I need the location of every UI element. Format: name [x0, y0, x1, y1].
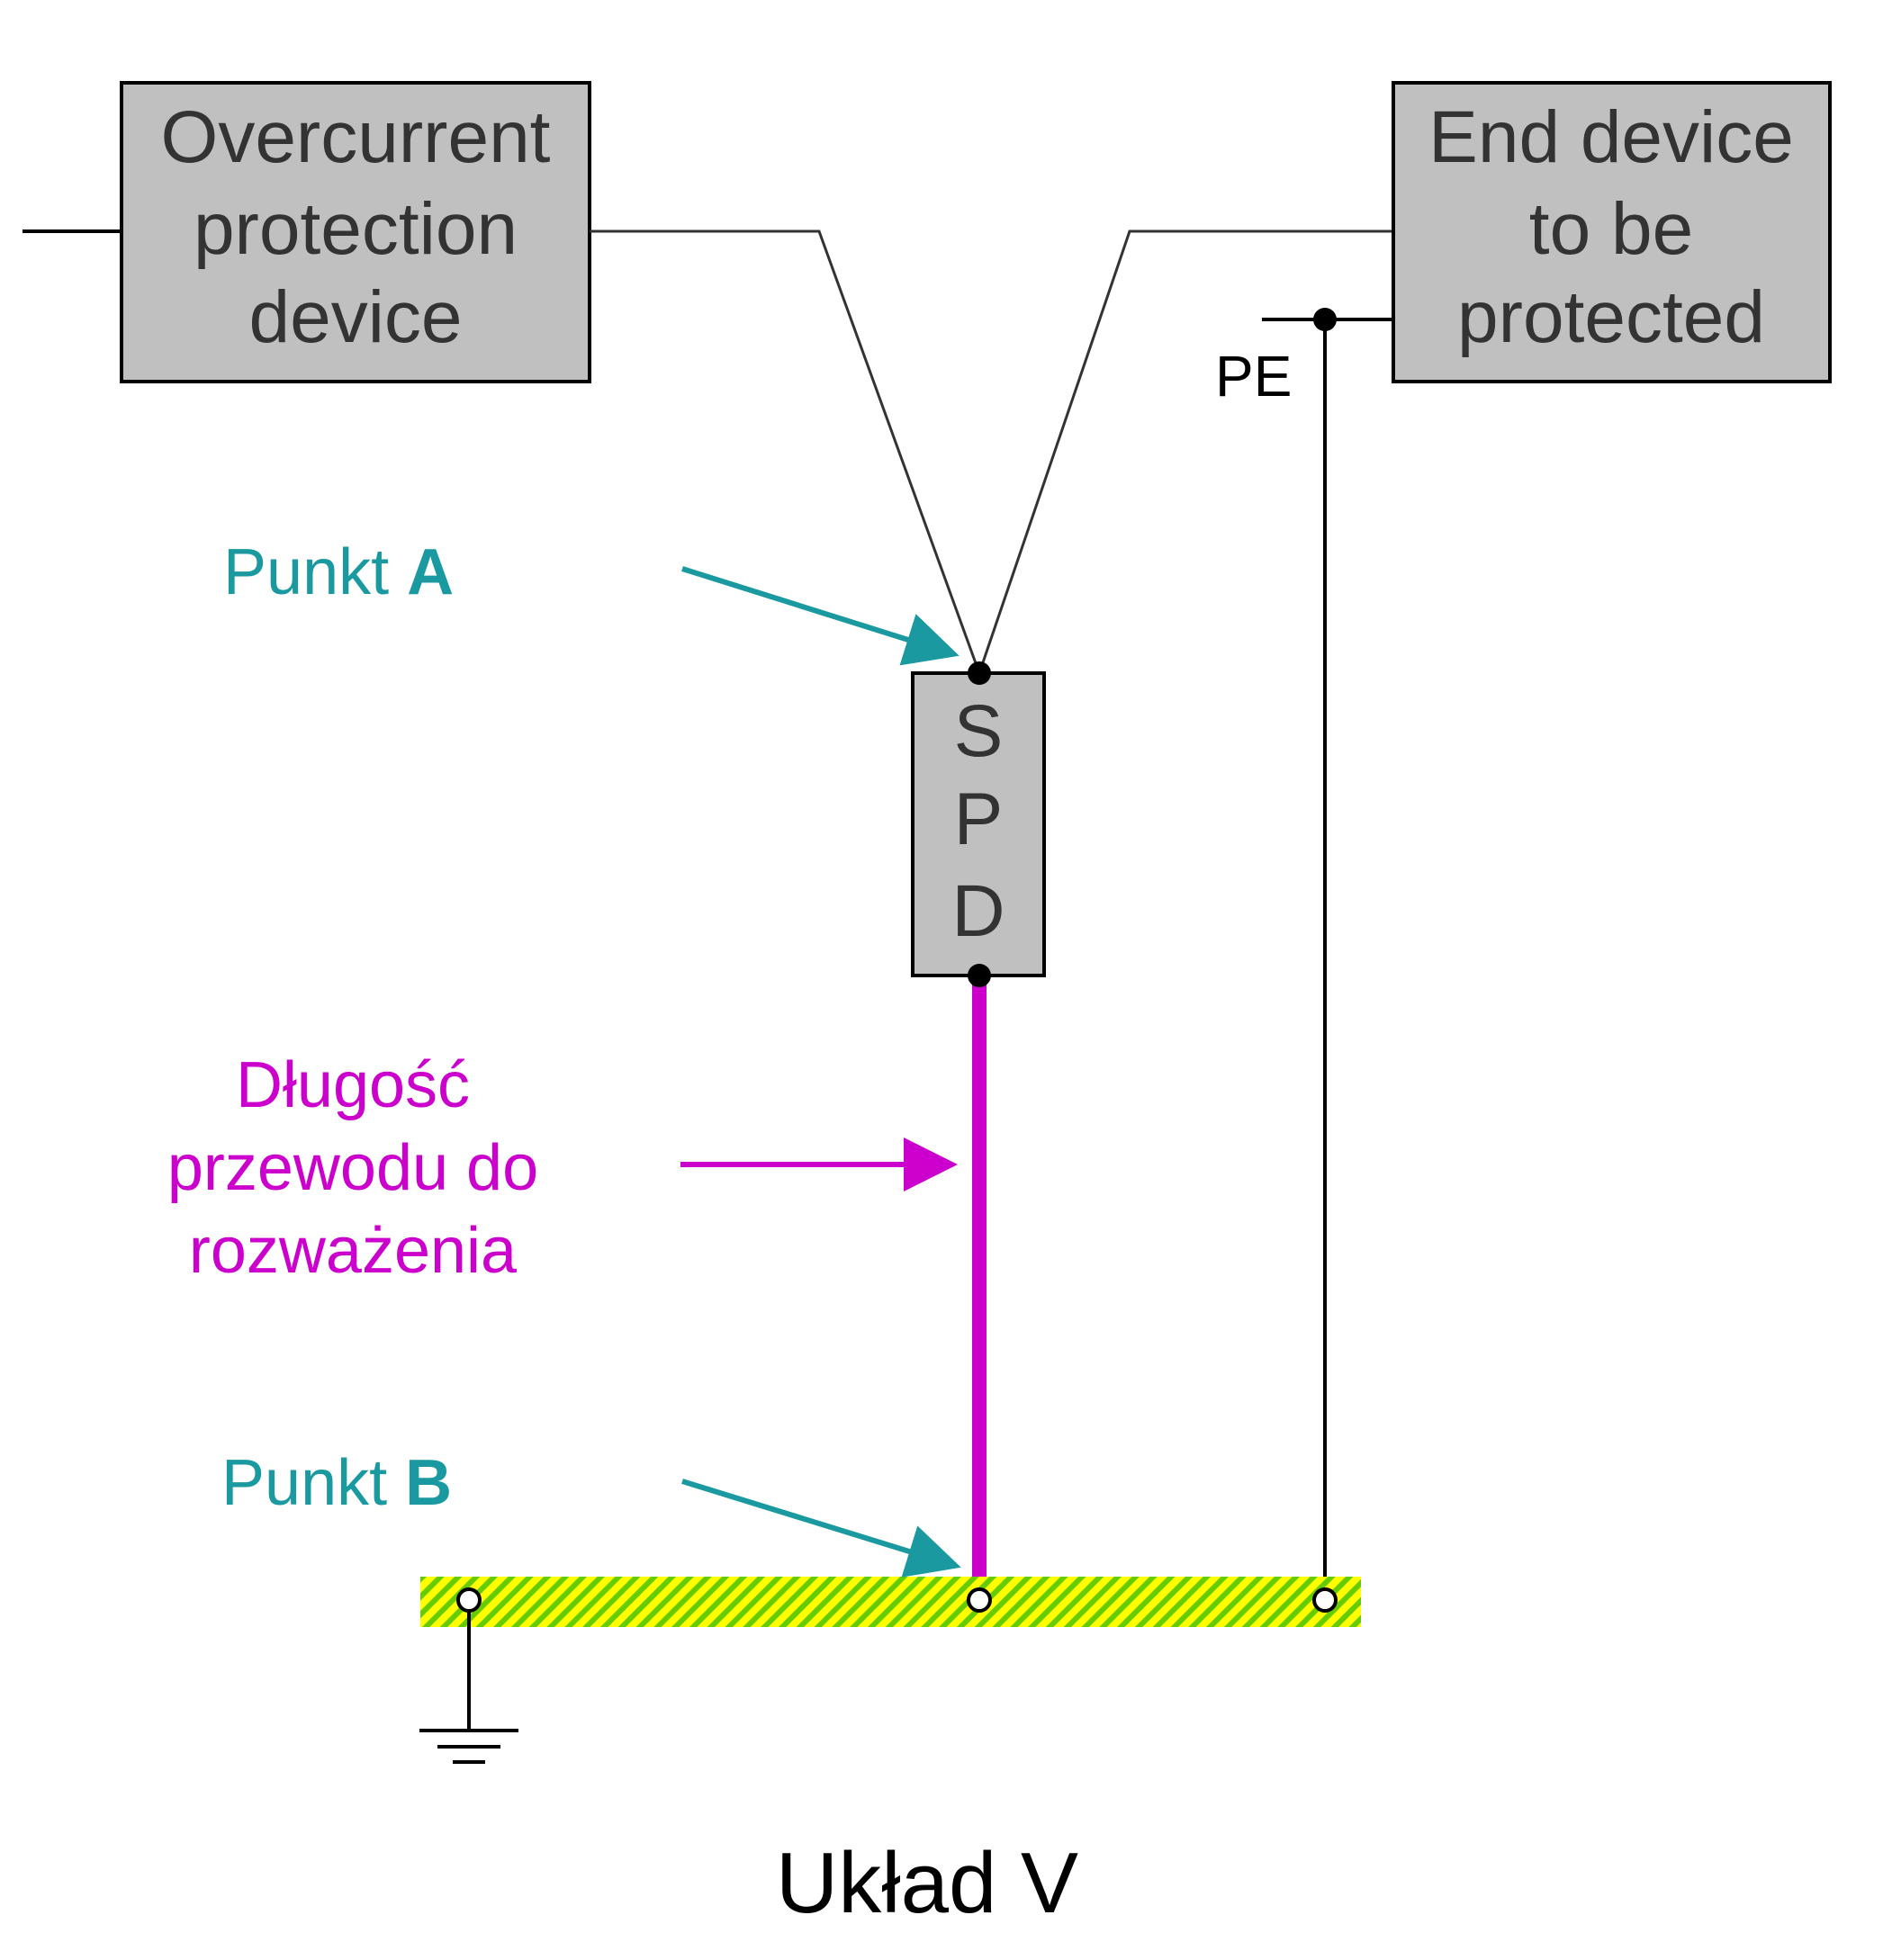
- equipotential-busbar: [420, 1577, 1361, 1627]
- pe-junction-dot: [1313, 308, 1337, 331]
- busbar-terminal-spd: [967, 1587, 992, 1613]
- spd-top-terminal: [968, 661, 991, 685]
- overcurrent-line-2: protection: [194, 188, 518, 270]
- phase-wire-out: [978, 229, 1393, 674]
- punkt-a-arrow: [681, 566, 960, 666]
- diagram-caption: Układ V: [776, 1835, 1078, 1931]
- punkt-b-arrow: [681, 1479, 961, 1578]
- punkt-a-label: Punkt A: [223, 536, 454, 608]
- busbar-terminal-pe: [1312, 1587, 1338, 1613]
- earth-ground-icon: [419, 1611, 518, 1764]
- punkt-b-prefix: Punkt: [221, 1447, 405, 1519]
- overcurrent-line-3: device: [248, 276, 462, 358]
- end-device-line-3: protected: [1457, 276, 1765, 358]
- spd-bottom-terminal: [968, 964, 991, 987]
- punkt-a-letter: A: [407, 536, 454, 608]
- punkt-a-prefix: Punkt: [223, 536, 407, 608]
- spd-box: S P D: [911, 671, 1046, 977]
- busbar-terminal-earth: [456, 1587, 482, 1613]
- punkt-b-letter: B: [405, 1447, 452, 1519]
- end-device-box: End device to be protected: [1392, 81, 1832, 383]
- length-label-line-2: przewodu do: [167, 1132, 538, 1204]
- punkt-b-label: Punkt B: [221, 1447, 452, 1519]
- length-label-line-1: Długość: [236, 1049, 470, 1121]
- spd-letter-d: D: [951, 870, 1005, 952]
- overcurrent-protection-box: Overcurrent protection device: [120, 81, 591, 383]
- spd-letter-p: P: [954, 778, 1004, 860]
- phase-wire-in: [590, 229, 981, 674]
- length-label-line-3: rozważenia: [189, 1215, 518, 1287]
- spd-letter-s: S: [954, 690, 1004, 772]
- end-device-line-1: End device: [1428, 96, 1794, 178]
- end-device-line-2: to be: [1529, 188, 1693, 270]
- pe-label: PE: [1215, 344, 1292, 409]
- overcurrent-line-1: Overcurrent: [161, 96, 551, 178]
